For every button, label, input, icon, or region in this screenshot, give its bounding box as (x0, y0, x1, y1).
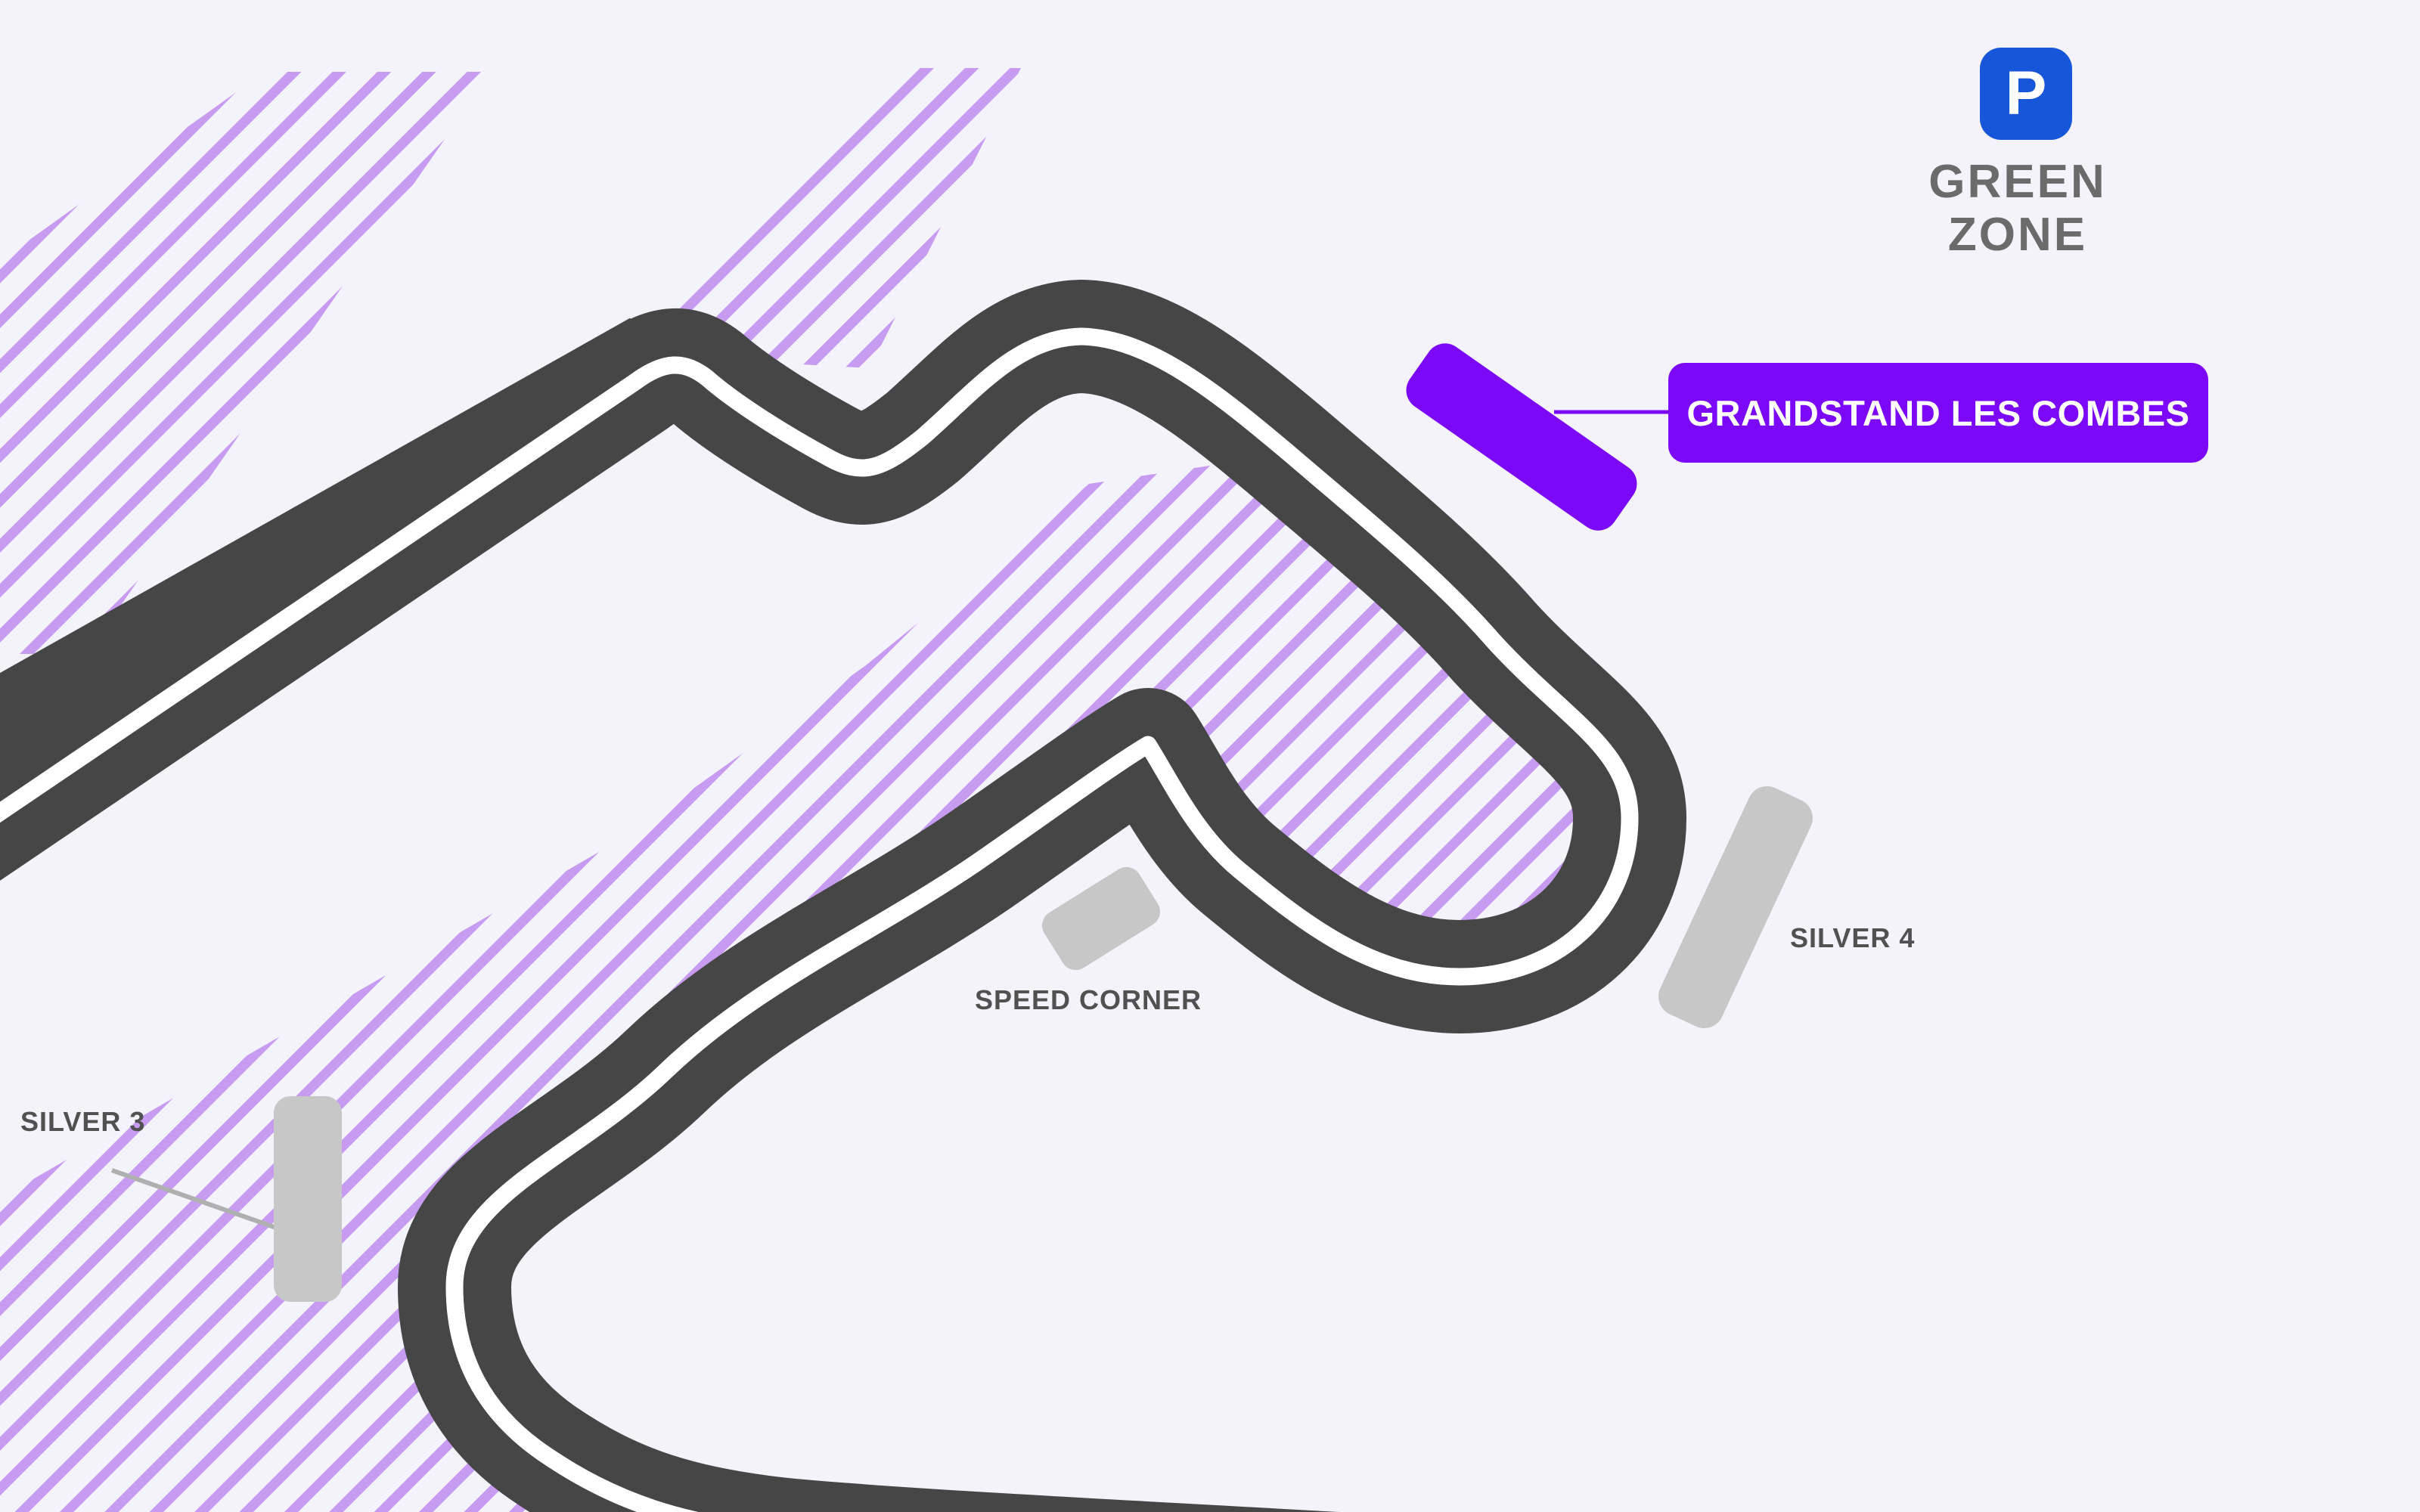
hatch-field-top-center (635, 68, 1021, 368)
silver4-label: SILVER 4 (1790, 922, 1916, 953)
grandstand-silver3-shape[interactable] (274, 1096, 342, 1302)
grandstand-les-combes-callout[interactable]: GRANDSTAND LES COMBES (1668, 363, 2208, 463)
road-centerline (0, 327, 1639, 1512)
grandstand-les-combes-callout-label: GRANDSTAND LES COMBES (1686, 392, 2190, 433)
silver3-connector-line (111, 1168, 279, 1231)
speed-corner-label: SPEED CORNER (974, 984, 1202, 1015)
hatch-field-top-left (0, 72, 492, 654)
silver3-label: SILVER 3 (20, 1106, 146, 1137)
green-zone-title: GREEN ZONE (1866, 156, 2169, 262)
parking-icon-letter: P (2005, 59, 2047, 128)
parking-icon: P (1980, 48, 2072, 140)
green-zone-line2: ZONE (1947, 209, 2088, 261)
green-zone-line1: GREEN (1928, 156, 2107, 208)
